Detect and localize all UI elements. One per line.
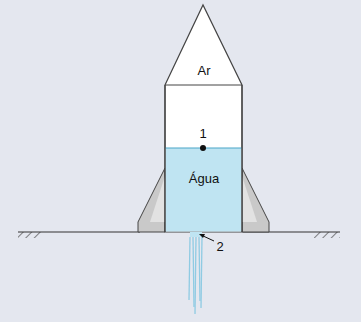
- fin-face: [150, 176, 165, 222]
- jet-stroke: [195, 237, 196, 314]
- ground-line: [18, 231, 140, 232]
- jet-stroke: [193, 237, 194, 307]
- body-wall: [241, 85, 242, 232]
- callout-number: 1: [199, 127, 206, 140]
- jet-stroke: [201, 237, 202, 308]
- water-jet: [189, 237, 202, 314]
- point-dot: [200, 145, 206, 151]
- ground-hatch: [314, 232, 340, 238]
- leader-arrowhead: [199, 234, 205, 238]
- jet-stroke: [189, 237, 190, 300]
- callout-number: 2: [216, 240, 223, 253]
- fin-face: [242, 176, 257, 222]
- rocket-body: [165, 5, 242, 232]
- nose-joint: [165, 85, 242, 86]
- water: [166, 148, 242, 232]
- ground-hatch: [18, 232, 42, 238]
- fin: [242, 168, 269, 232]
- fin: [138, 168, 165, 232]
- region-label: Água: [189, 172, 219, 185]
- region-label: Ar: [198, 64, 211, 77]
- body-wall: [164, 85, 165, 232]
- jet-stroke: [199, 237, 200, 301]
